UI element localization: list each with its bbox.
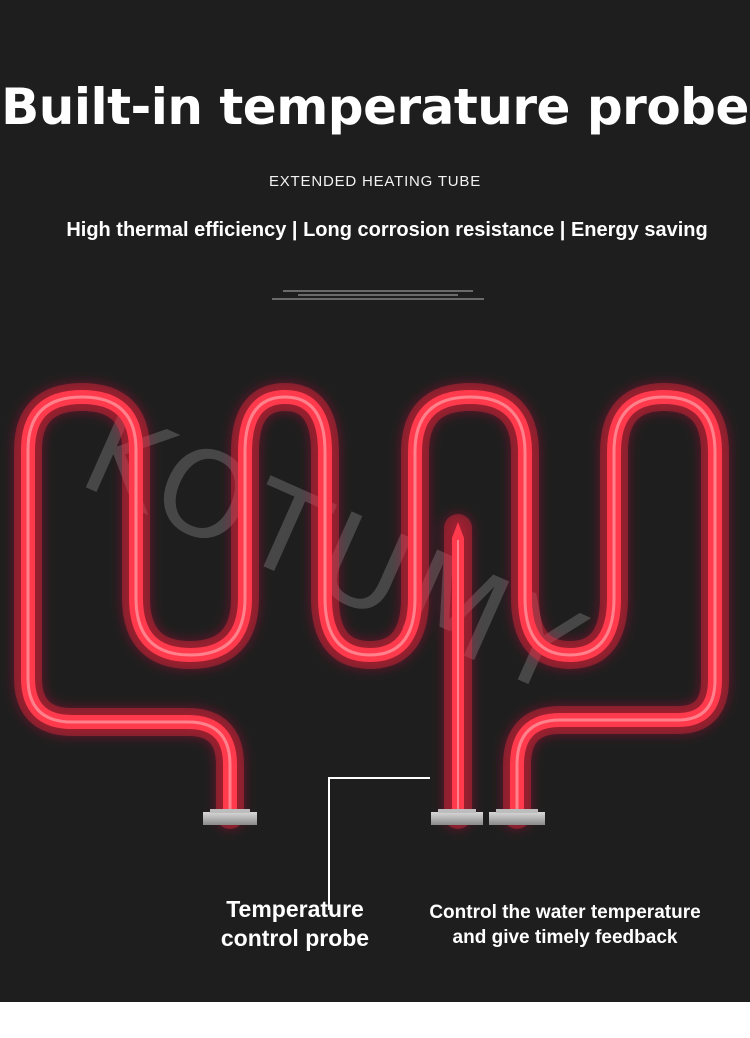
fine-print-lines — [270, 288, 485, 306]
probe-callout-label: Temperature control probe — [205, 895, 385, 953]
mounting-flanges — [203, 809, 545, 825]
feedback-callout-line2: and give timely feedback — [452, 927, 678, 948]
feedback-callout-label: Control the water temperature and give t… — [400, 900, 730, 950]
feature-list: High thermal efficiency | Long corrosion… — [66, 219, 708, 241]
feedback-callout-line1: Control the water temperature — [429, 902, 701, 923]
left-flange — [203, 812, 257, 825]
page-title: Built-in temperature probe — [1, 78, 749, 136]
callout-line-vertical — [328, 777, 330, 910]
subtitle: EXTENDED HEATING TUBE — [268, 173, 482, 190]
probe-callout-line2: control probe — [220, 925, 370, 951]
callout-line-horizontal — [328, 777, 430, 779]
product-image-panel: KOTUMY — [0, 0, 750, 1002]
right-flange — [489, 812, 545, 825]
heating-element-tube — [21, 390, 722, 822]
probe-flange — [431, 812, 483, 825]
probe-callout-line1: Temperature — [226, 896, 364, 922]
heating-tube-illustration — [14, 383, 729, 829]
heating-element-highlight — [26, 395, 717, 817]
